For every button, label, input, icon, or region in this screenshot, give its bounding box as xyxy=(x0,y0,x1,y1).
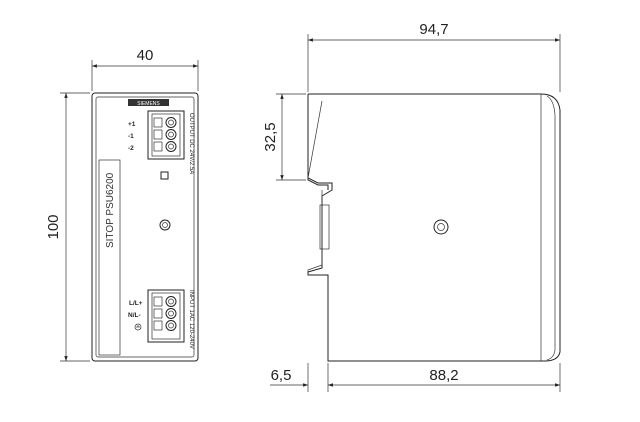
terminal-label-neutral: N/L- xyxy=(128,312,141,319)
dim-side-depth: 94,7 xyxy=(419,21,448,38)
dim-front-height: 100 xyxy=(45,214,62,239)
output-terminal-block xyxy=(147,110,185,160)
potentiometer xyxy=(159,219,171,231)
dim-rail-offset: 6,5 xyxy=(271,367,292,384)
terminal-label-minus2: -2 xyxy=(128,145,134,152)
terminal-label-plus1: +1 xyxy=(128,121,136,128)
ground-icon xyxy=(134,323,142,331)
din-rail-clip xyxy=(319,204,330,250)
input-rating-label: INPUT 1AC 120-240V xyxy=(188,290,194,349)
brand-plate xyxy=(128,99,169,106)
mounting-screw xyxy=(433,219,449,235)
front-view: SITOP PSU6200 SIEMENS +1 -1 -2 OUTPUT DC… xyxy=(45,47,199,362)
product-name: SITOP PSU6200 xyxy=(105,172,116,248)
status-led xyxy=(160,171,169,180)
front-outline xyxy=(91,92,199,362)
terminal-label-line: L/L+ xyxy=(129,300,143,307)
brand-logo: SIEMENS xyxy=(137,101,160,107)
output-rating-label: OUTPUT DC 24V/2.5A xyxy=(188,113,194,174)
input-terminal-block xyxy=(147,289,185,343)
dim-side-body: 88,2 xyxy=(429,367,458,384)
terminal-label-minus1: -1 xyxy=(128,133,134,140)
product-label-strip xyxy=(98,159,121,356)
dim-rail-height: 32,5 xyxy=(262,122,279,151)
dim-front-width: 40 xyxy=(137,47,154,64)
side-view: 94,7 32,5 6,5 88,2 xyxy=(262,21,561,392)
